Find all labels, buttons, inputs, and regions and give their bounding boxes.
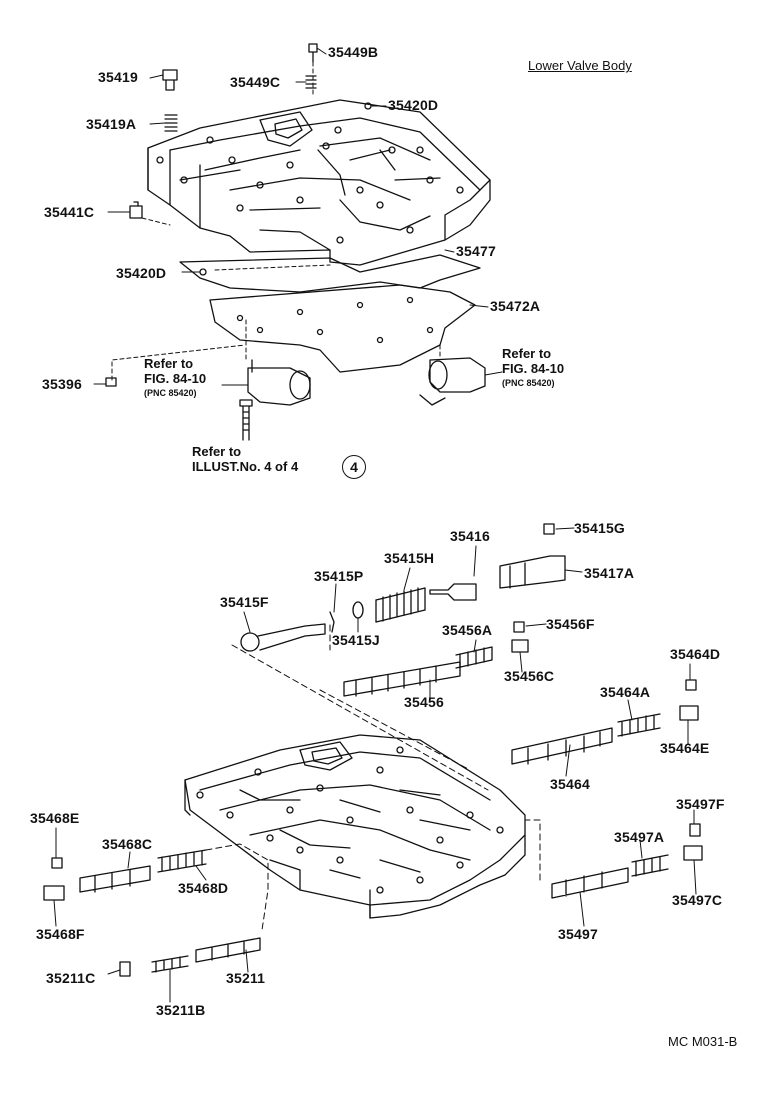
leader-lines-lower [54, 528, 696, 1002]
label-35497A: 35497A [614, 829, 665, 845]
label-35415F: 35415F [220, 594, 269, 610]
note-refer-left-line2: FIG. 84-10 [144, 371, 207, 386]
label-35497F: 35497F [676, 796, 725, 812]
diagram-title: Lower Valve Body [528, 58, 632, 73]
bolt-illust [240, 400, 252, 440]
label-35468D: 35468D [178, 880, 229, 896]
note-refer-illust-line1: Refer to [192, 444, 242, 459]
label-35420D-mid: 35420D [116, 265, 167, 281]
note-refer-illust-line2: ILLUST.No. 4 of 4 [192, 459, 299, 474]
diagram-code: MC M031-B [668, 1034, 738, 1049]
label-35420D-top: 35420D [388, 97, 439, 113]
illust-number-circle: 4 [342, 455, 366, 479]
label-35464: 35464 [550, 776, 590, 792]
lower-valve-body [185, 735, 525, 918]
upper-valve-body [148, 100, 490, 265]
label-35468E: 35468E [30, 810, 80, 826]
label-35464E: 35464E [660, 740, 710, 756]
pin-35415G [544, 524, 554, 534]
note-refer-right-line3: (PNC 85420) [502, 378, 555, 388]
label-35464D: 35464D [670, 646, 721, 662]
separator-plate-35472A [210, 285, 475, 372]
note-refer-left: Refer to FIG. 84-10 (PNC 85420) [144, 356, 206, 401]
label-35497: 35497 [558, 926, 598, 942]
note-refer-illust: Refer to ILLUST.No. 4 of 4 [192, 444, 298, 474]
spring-35464A [618, 714, 660, 736]
label-35396: 35396 [42, 376, 82, 392]
spring-35211B [152, 956, 188, 972]
valve-35211 [196, 938, 260, 962]
valve-35464 [512, 728, 612, 764]
valve-35415F [241, 624, 325, 651]
spring-35468D [158, 850, 206, 872]
plug-35419 [163, 70, 177, 90]
label-35456C: 35456C [504, 668, 555, 684]
valve-35497 [552, 868, 628, 898]
spring-35449C [306, 76, 316, 88]
valve-35456 [344, 662, 460, 696]
label-35456: 35456 [404, 694, 444, 710]
plug-35441C [130, 202, 142, 218]
label-35419A: 35419A [86, 116, 137, 132]
plug-35497C [684, 846, 702, 860]
label-35415G: 35415G [574, 520, 626, 536]
pin-35211C [120, 962, 130, 976]
label-35472A: 35472A [490, 298, 541, 314]
gasket-35477 [180, 255, 480, 292]
plug-35416 [430, 584, 476, 600]
solenoid-left [248, 360, 310, 405]
label-35497C: 35497C [672, 892, 723, 908]
label-35415J: 35415J [332, 632, 380, 648]
label-35456F: 35456F [546, 616, 595, 632]
pin-35456F [514, 622, 524, 632]
washer-35415J [353, 602, 363, 618]
label-35419: 35419 [98, 69, 138, 85]
label-35211: 35211 [226, 970, 266, 986]
label-35441C: 35441C [44, 204, 95, 220]
note-refer-left-line1: Refer to [144, 356, 194, 371]
note-refer-left-line3: (PNC 85420) [144, 388, 197, 398]
spring-35415H [376, 588, 425, 622]
clip-35415P [330, 612, 334, 632]
sleeve-35417A [500, 556, 565, 588]
pin-35464D [686, 680, 696, 690]
pin-35497F [690, 824, 700, 836]
label-35449B: 35449B [328, 44, 379, 60]
plug-35456C [512, 640, 528, 652]
label-35468C: 35468C [102, 836, 153, 852]
leader-lines-upper [94, 48, 502, 385]
ball-35420D-mid [200, 269, 206, 275]
label-35416: 35416 [450, 528, 490, 544]
note-refer-right-line2: FIG. 84-10 [502, 361, 565, 376]
valve-35468C [80, 866, 150, 892]
ball-35420D-top [365, 103, 371, 109]
label-35211B: 35211B [156, 1002, 206, 1018]
note-refer-right: Refer to FIG. 84-10 (PNC 85420) [502, 346, 564, 391]
note-refer-right-line1: Refer to [502, 346, 552, 361]
pin-35468E [52, 858, 62, 868]
plug-35464E [680, 706, 698, 720]
plug-35396 [106, 378, 116, 386]
spring-35497A [632, 855, 668, 876]
bolt-35449B [309, 44, 317, 62]
label-35477: 35477 [456, 243, 496, 259]
solenoid-right [420, 358, 485, 405]
label-35417A: 35417A [584, 565, 635, 581]
label-35464A: 35464A [600, 684, 651, 700]
label-35468F: 35468F [36, 926, 85, 942]
spring-35419A [165, 115, 177, 131]
label-35415P: 35415P [314, 568, 364, 584]
label-35211C: 35211C [46, 970, 96, 986]
label-35456A: 35456A [442, 622, 493, 638]
label-35415H: 35415H [384, 550, 435, 566]
label-35449C: 35449C [230, 74, 281, 90]
plug-35468F [44, 886, 64, 900]
